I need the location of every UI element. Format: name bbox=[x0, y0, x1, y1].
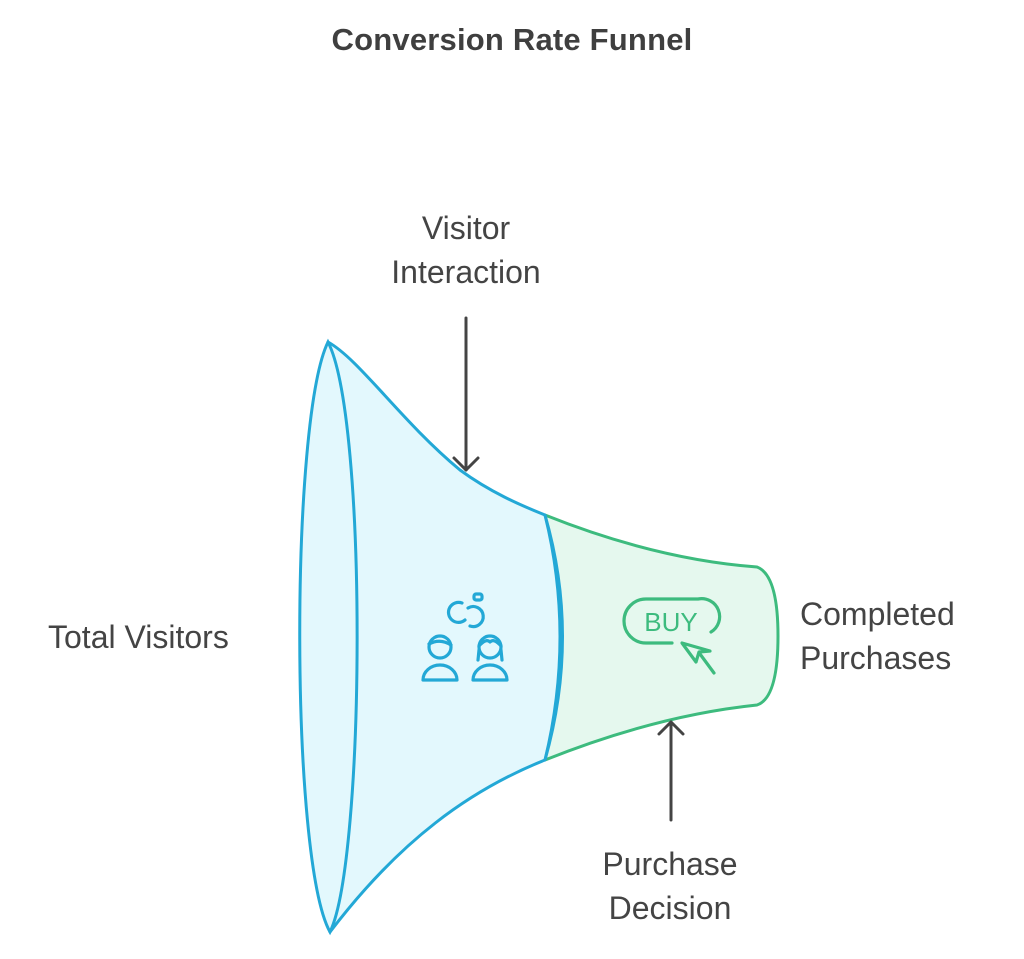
label-purchase-decision-line2: Decision bbox=[608, 890, 732, 926]
funnel-mouth-rim bbox=[298, 338, 359, 936]
label-purchase-decision: Purchase Decision bbox=[560, 842, 780, 930]
label-purchase-decision-line1: Purchase bbox=[602, 846, 738, 882]
buy-text: BUY bbox=[644, 607, 697, 637]
diagram-title: Conversion Rate Funnel bbox=[331, 22, 693, 57]
label-completed-purchases: Completed Purchases bbox=[800, 592, 955, 680]
label-visitor-interaction-line1: Visitor bbox=[421, 210, 511, 246]
label-visitor-interaction: Visitor Interaction bbox=[356, 206, 576, 294]
label-completed-purchases-line1: Completed bbox=[800, 596, 955, 632]
purchase-decision-arrow bbox=[657, 720, 685, 822]
buy-button-cursor-icon: BUY bbox=[622, 597, 722, 675]
label-completed-purchases-line2: Purchases bbox=[800, 640, 952, 676]
funnel-stage-divider bbox=[543, 514, 564, 761]
label-visitor-interaction-line2: Interaction bbox=[391, 254, 541, 290]
label-total-visitors: Total Visitors bbox=[48, 619, 229, 655]
people-connection-icon bbox=[421, 592, 509, 682]
funnel-stage-purchases bbox=[543, 513, 780, 762]
visitor-interaction-arrow bbox=[452, 316, 480, 472]
